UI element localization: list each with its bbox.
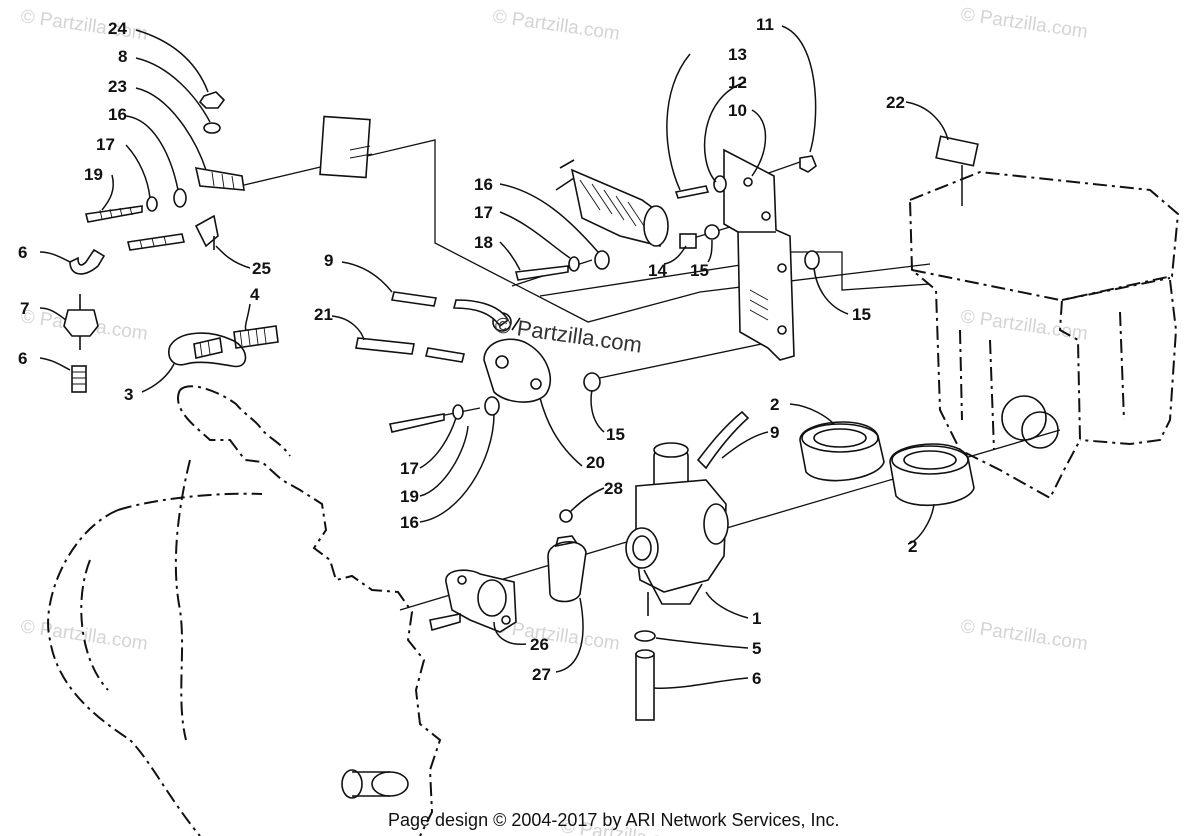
callout-19: 19 (400, 487, 419, 506)
hose (355, 337, 415, 355)
callout-9: 9 (324, 251, 333, 270)
callout-11: 11 (756, 15, 774, 34)
mounting-bracket (723, 148, 795, 361)
drain-hose (635, 653, 655, 721)
callout-6: 6 (18, 243, 27, 262)
callout-19: 19 (84, 165, 103, 184)
vent-hose (696, 410, 750, 470)
callout-20: 20 (586, 453, 605, 472)
hose (127, 233, 185, 251)
spring (193, 337, 223, 359)
callout-7: 7 (20, 299, 29, 318)
callout-6: 6 (18, 349, 27, 368)
leader-lines (39, 25, 949, 690)
callout-27: 27 (532, 665, 551, 684)
callout-17: 17 (400, 459, 419, 478)
callout-5: 5 (752, 639, 761, 658)
intake-boots (799, 421, 975, 507)
callout-15: 15 (852, 305, 871, 324)
screw (515, 265, 569, 281)
callout-24: 24 (108, 19, 127, 38)
watermark: © Partzilla.com (19, 6, 149, 45)
hose-clamp (634, 630, 656, 642)
nut (804, 250, 820, 270)
callout-26: 26 (530, 635, 549, 654)
screw (674, 185, 710, 199)
shaft-end (371, 771, 409, 797)
hose-short (71, 365, 87, 393)
callout-9: 9 (770, 423, 779, 442)
spacer (679, 233, 697, 249)
callout-18: 18 (474, 233, 493, 252)
screw (389, 413, 445, 433)
hose (391, 291, 437, 307)
callout-14: 14 (648, 261, 667, 280)
callout-13: 13 (728, 45, 747, 64)
choke-assembly (319, 115, 669, 247)
lock-washer (568, 256, 580, 272)
watermark-layer: © Partzilla.com © Partzilla.com © Partzi… (19, 4, 1089, 836)
callout-16: 16 (108, 105, 127, 124)
callout-23: 23 (108, 77, 127, 96)
screw (85, 205, 143, 223)
callout-1: 1 (752, 609, 761, 628)
watermark: © Partzilla.com (491, 6, 621, 45)
watermark: © Partzilla.com (959, 306, 1089, 345)
junction-block (319, 115, 371, 179)
bracket-clip (194, 167, 245, 191)
callout-28: 28 (604, 479, 623, 498)
nut (583, 372, 601, 392)
lock-washer (146, 196, 158, 212)
washer (484, 396, 500, 416)
callout-16: 16 (474, 175, 493, 194)
watermark: © Partzilla.com (959, 4, 1089, 43)
callout-15: 15 (606, 425, 625, 444)
fasteners (85, 91, 820, 523)
callout-17: 17 (474, 203, 493, 222)
clamp (547, 541, 587, 603)
callout-labels: 24 8 23 16 17 19 6 25 7 6 4 3 9 21 16 17… (18, 15, 917, 688)
callout-3: 3 (124, 385, 133, 404)
callout-22: 22 (886, 93, 905, 112)
washer (594, 250, 610, 270)
nut (704, 224, 720, 240)
hoses (63, 214, 750, 721)
washer (203, 122, 221, 134)
callout-15: 15 (690, 261, 709, 280)
hose (452, 299, 510, 328)
watermark: © Partzilla.com (959, 616, 1089, 655)
callout-6: 6 (752, 669, 761, 688)
callout-12: 12 (728, 73, 747, 92)
intake-parts (429, 535, 587, 633)
callout-25: 25 (252, 259, 271, 278)
carburetor (625, 442, 729, 616)
callout-4: 4 (250, 285, 260, 304)
nut (799, 155, 817, 173)
hose (425, 347, 465, 363)
callout-10: 10 (728, 101, 747, 120)
copyright-footer: Page design © 2004-2017 by ARI Network S… (388, 810, 840, 830)
watermark: © Partzilla.com (19, 616, 149, 655)
lock-washer (452, 404, 464, 420)
fuel-filter (63, 309, 99, 337)
callout-2: 2 (908, 537, 917, 556)
nut (198, 91, 226, 109)
callout-2: 2 (770, 395, 779, 414)
tee-fitting (194, 214, 219, 248)
engine-outline (47, 385, 442, 836)
air-box (908, 135, 1180, 500)
plug (559, 509, 573, 523)
intake-flange (445, 569, 517, 633)
callout-21: 21 (314, 305, 333, 324)
washer (173, 188, 187, 208)
callout-16: 16 (400, 513, 419, 532)
callout-8: 8 (118, 47, 127, 66)
callout-17: 17 (96, 135, 115, 154)
decal-plate (935, 135, 979, 167)
washer (713, 175, 727, 193)
hose-elbow (69, 248, 106, 275)
